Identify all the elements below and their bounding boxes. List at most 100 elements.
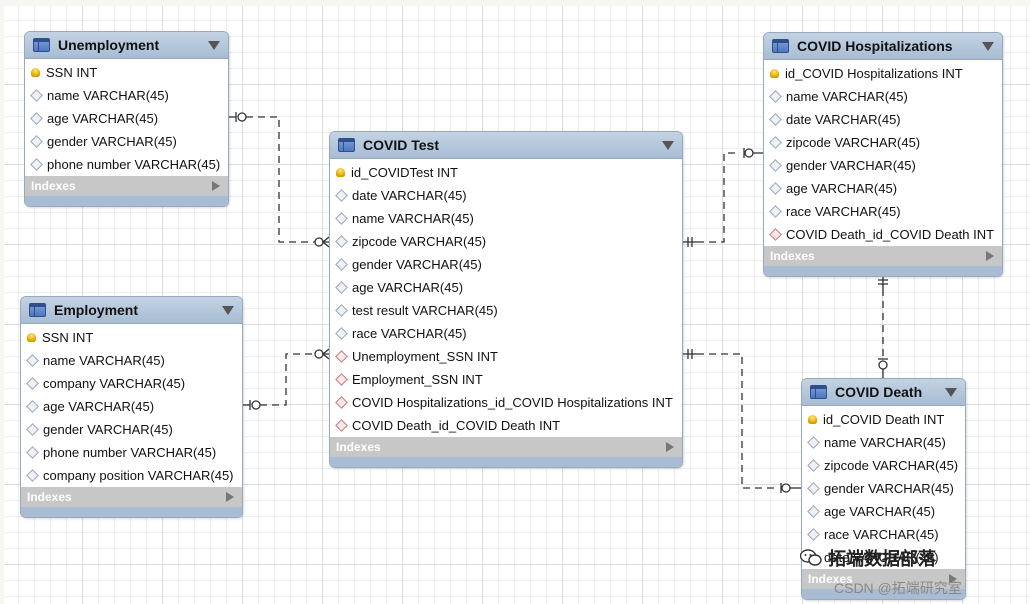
expand-arrow-icon[interactable] [986, 251, 994, 261]
table-header[interactable]: COVID Test [330, 132, 682, 159]
column-row[interactable]: Unemployment_SSN INT [330, 345, 682, 368]
column-row[interactable]: gender VARCHAR(45) [330, 253, 682, 276]
column-row[interactable]: phone number VARCHAR(45) [25, 153, 228, 176]
column-row[interactable]: id_COVID Death INT [802, 408, 965, 431]
column-label: zipcode VARCHAR(45) [786, 135, 921, 150]
expand-arrow-icon[interactable] [666, 442, 674, 452]
collapse-arrow-icon[interactable] [222, 306, 234, 315]
indexes-section[interactable]: Indexes [21, 487, 242, 507]
column-row[interactable]: age VARCHAR(45) [25, 107, 228, 130]
column-label: gender VARCHAR(45) [43, 422, 173, 437]
column-row[interactable]: race VARCHAR(45) [330, 322, 682, 345]
column-label: id_COVID Death INT [823, 412, 945, 427]
attribute-diamond-icon [769, 90, 782, 103]
column-row[interactable]: name VARCHAR(45) [21, 349, 242, 372]
table-header[interactable]: COVID Death [802, 379, 965, 406]
collapse-arrow-icon[interactable] [662, 141, 674, 150]
collapse-arrow-icon[interactable] [208, 41, 220, 50]
column-row[interactable]: COVID Hospitalizations_id_COVID Hospital… [330, 391, 682, 414]
collapse-arrow-icon[interactable] [982, 42, 994, 51]
indexes-section[interactable]: Indexes [330, 437, 682, 457]
table-title: COVID Death [835, 384, 923, 400]
column-label: age VARCHAR(45) [786, 181, 898, 196]
column-label: company VARCHAR(45) [43, 376, 186, 391]
column-row[interactable]: age VARCHAR(45) [330, 276, 682, 299]
column-row[interactable]: age VARCHAR(45) [21, 395, 242, 418]
column-row[interactable]: name VARCHAR(45) [802, 431, 965, 454]
column-row[interactable]: zipcode VARCHAR(45) [764, 131, 1002, 154]
column-label: age VARCHAR(45) [43, 399, 155, 414]
column-row[interactable]: race VARCHAR(45) [802, 523, 965, 546]
attribute-diamond-icon [335, 235, 348, 248]
watermark-primary: 拓端数据部落 [800, 545, 936, 571]
column-row[interactable]: age VARCHAR(45) [802, 500, 965, 523]
attribute-diamond-icon [769, 113, 782, 126]
column-row[interactable]: date VARCHAR(45) [764, 108, 1002, 131]
attribute-diamond-icon [769, 182, 782, 195]
column-row[interactable]: id_COVID Hospitalizations INT [764, 62, 1002, 85]
table-header[interactable]: Unemployment [25, 32, 228, 59]
column-row[interactable]: date VARCHAR(45) [330, 184, 682, 207]
watermark-secondary: CSDN @拓端研究室 [834, 580, 962, 596]
column-label: race VARCHAR(45) [352, 326, 467, 341]
attribute-diamond-icon [30, 158, 43, 171]
table-footer [802, 589, 965, 599]
indexes-label: Indexes [770, 249, 815, 263]
column-row[interactable]: gender VARCHAR(45) [25, 130, 228, 153]
table-header[interactable]: COVID Hospitalizations [764, 33, 1002, 60]
column-row[interactable]: phone number VARCHAR(45) [21, 441, 242, 464]
column-row[interactable]: SSN INT [25, 61, 228, 84]
collapse-arrow-icon[interactable] [945, 388, 957, 397]
column-label: name VARCHAR(45) [43, 353, 165, 368]
column-row[interactable]: race VARCHAR(45) [764, 200, 1002, 223]
attribute-diamond-icon [30, 135, 43, 148]
expand-arrow-icon[interactable] [212, 181, 220, 191]
column-row[interactable]: company VARCHAR(45) [21, 372, 242, 395]
attribute-diamond-icon [26, 469, 39, 482]
table-footer [330, 457, 682, 467]
column-label: Employment_SSN INT [352, 372, 483, 387]
table-employment[interactable]: Employment SSN INT name VARCHAR(45) compan… [20, 296, 243, 518]
attribute-diamond-icon [769, 159, 782, 172]
column-row[interactable]: company position VARCHAR(45) [21, 464, 242, 487]
column-row[interactable]: name VARCHAR(45) [764, 85, 1002, 108]
table-icon [810, 385, 827, 399]
expand-arrow-icon[interactable] [226, 492, 234, 502]
indexes-label: Indexes [808, 572, 853, 586]
column-row[interactable]: SSN INT [21, 326, 242, 349]
column-label: name VARCHAR(45) [786, 89, 908, 104]
column-row[interactable]: date VARCHAR(45) [802, 546, 965, 569]
column-label: date VARCHAR(45) [824, 550, 939, 565]
column-row[interactable]: zipcode VARCHAR(45) [330, 230, 682, 253]
table-covid-death[interactable]: COVID Death id_COVID Death INT name VARCH… [801, 378, 966, 600]
column-row[interactable]: COVID Death_id_COVID Death INT [764, 223, 1002, 246]
column-row[interactable]: gender VARCHAR(45) [802, 477, 965, 500]
watermark-text: 拓端数据部落 [828, 549, 936, 569]
column-row[interactable]: name VARCHAR(45) [25, 84, 228, 107]
table-covid-hospitalizations[interactable]: COVID Hospitalizations id_COVID Hospital… [763, 32, 1003, 277]
column-row[interactable]: name VARCHAR(45) [330, 207, 682, 230]
foreign-key-diamond-icon [335, 396, 348, 409]
indexes-section[interactable]: Indexes [25, 176, 228, 196]
column-row[interactable]: age VARCHAR(45) [764, 177, 1002, 200]
attribute-diamond-icon [807, 459, 820, 472]
column-row[interactable]: COVID Death_id_COVID Death INT [330, 414, 682, 437]
primary-key-icon [808, 415, 817, 424]
column-row[interactable]: test result VARCHAR(45) [330, 299, 682, 322]
table-footer [21, 507, 242, 517]
expand-arrow-icon[interactable] [949, 574, 957, 584]
table-header[interactable]: Employment [21, 297, 242, 324]
column-row[interactable]: zipcode VARCHAR(45) [802, 454, 965, 477]
indexes-section[interactable]: Indexes [802, 569, 965, 589]
column-label: gender VARCHAR(45) [786, 158, 916, 173]
column-row[interactable]: gender VARCHAR(45) [764, 154, 1002, 177]
column-row[interactable]: id_COVIDTest INT [330, 161, 682, 184]
column-row[interactable]: gender VARCHAR(45) [21, 418, 242, 441]
table-title: COVID Hospitalizations [797, 38, 953, 54]
column-row[interactable]: Employment_SSN INT [330, 368, 682, 391]
table-icon [772, 39, 789, 53]
indexes-section[interactable]: Indexes [764, 246, 1002, 266]
